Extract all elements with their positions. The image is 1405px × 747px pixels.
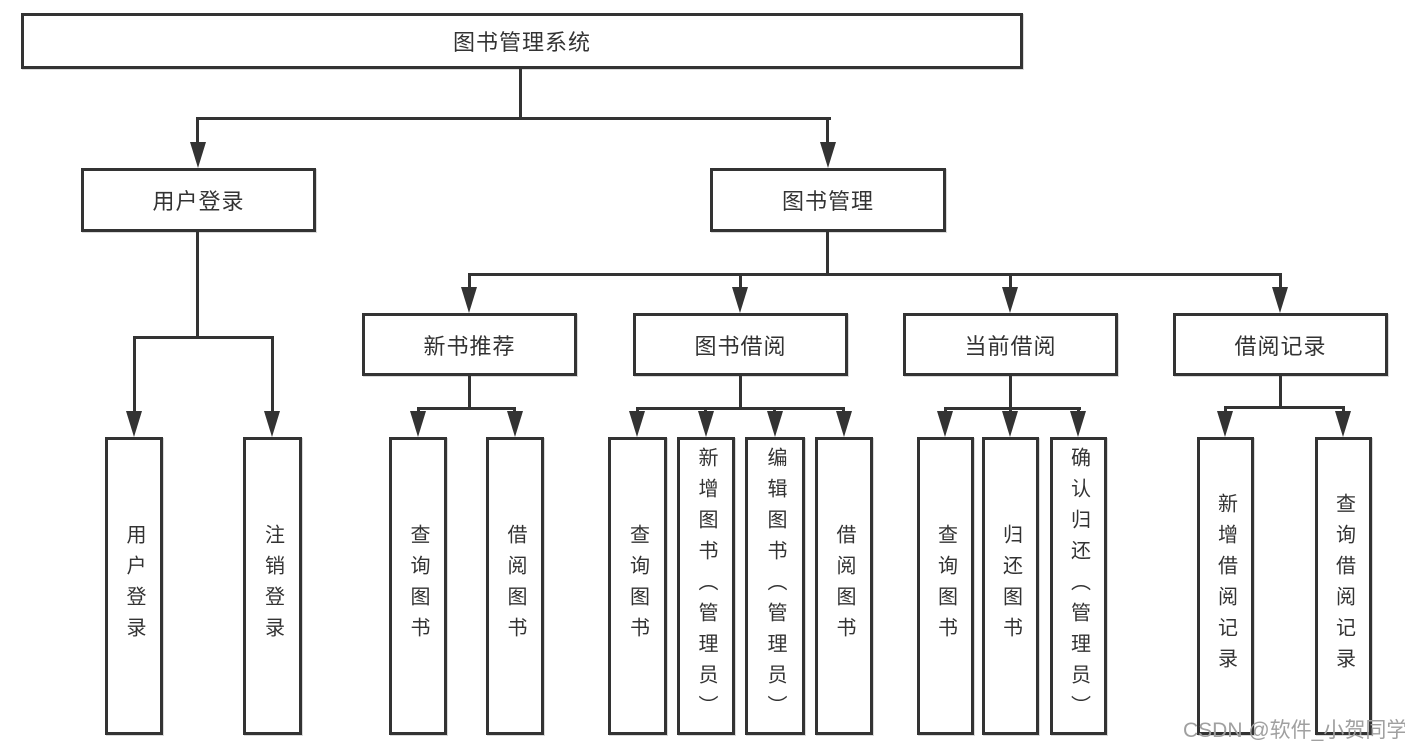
arrow-down-icon	[732, 287, 748, 313]
node-current-borrowing: 当前借阅	[903, 313, 1118, 376]
leaf-records-add-borrow-record: 新增借阅记录	[1197, 437, 1254, 735]
leaf-label: 用户登录	[123, 524, 145, 648]
arrow-down-icon	[767, 411, 783, 437]
leaf-records-query-borrow-record: 查询借阅记录	[1315, 437, 1372, 735]
leaf-label: 确认归还（管理员）	[1067, 446, 1090, 726]
node-user-login: 用户登录	[81, 168, 316, 232]
arrow-down-icon	[126, 411, 142, 437]
connector-line	[1279, 273, 1282, 290]
leaf-user-login: 用户登录	[105, 437, 163, 735]
node-library-management-system: 图书管理系统	[21, 13, 1023, 69]
arrow-down-icon	[1002, 411, 1018, 437]
connector-line	[468, 376, 471, 409]
connector-line	[1009, 273, 1012, 290]
leaf-recommend-query-books: 查询图书	[389, 437, 447, 735]
connector-line	[1224, 406, 1345, 409]
connector-line	[826, 117, 829, 145]
node-label: 借阅记录	[1234, 333, 1327, 359]
arrow-down-icon	[264, 411, 280, 437]
connector-line	[1342, 406, 1345, 415]
leaf-label: 注销登录	[261, 524, 284, 648]
node-label: 图书管理	[781, 189, 874, 214]
arrow-down-icon	[629, 411, 645, 437]
connector-line	[739, 376, 742, 409]
leaf-borrowing-edit-books-admin: 编辑图书（管理员）	[745, 437, 805, 735]
connector-line	[826, 232, 829, 275]
arrow-down-icon	[190, 142, 206, 168]
arrow-down-icon	[698, 411, 714, 437]
node-label: 图书借阅	[694, 333, 787, 359]
node-book-management: 图书管理	[710, 168, 946, 232]
arrow-down-icon	[410, 411, 426, 437]
arrow-down-icon	[461, 287, 477, 313]
connector-line	[133, 336, 274, 339]
node-label: 当前借阅	[964, 333, 1057, 359]
node-label: 新书推荐	[423, 333, 516, 359]
leaf-label: 借阅图书	[833, 524, 855, 648]
leaf-current-return-books: 归还图书	[982, 437, 1039, 735]
connector-line	[468, 273, 471, 290]
node-label: 用户登录	[152, 189, 245, 214]
connector-line	[739, 273, 742, 290]
leaf-current-query-books: 查询图书	[917, 437, 974, 735]
node-borrow-records: 借阅记录	[1173, 313, 1388, 376]
leaf-logout-login: 注销登录	[243, 437, 302, 735]
connector-line	[468, 273, 1282, 276]
node-label: 图书管理系统	[452, 30, 591, 55]
connector-line	[196, 232, 199, 338]
connector-line	[271, 336, 274, 414]
leaf-borrowing-borrow-books: 借阅图书	[815, 437, 873, 735]
node-book-borrowing: 图书借阅	[633, 313, 848, 376]
connector-line	[196, 117, 199, 145]
leaf-label: 编辑图书（管理员）	[764, 446, 786, 726]
arrow-down-icon	[1002, 287, 1018, 313]
leaf-label: 归还图书	[999, 524, 1022, 648]
arrow-down-icon	[1070, 411, 1086, 437]
arrow-down-icon	[820, 142, 836, 168]
leaf-label: 新增图书（管理员）	[695, 446, 717, 726]
connector-line	[1009, 376, 1012, 409]
leaf-recommend-borrow-books: 借阅图书	[486, 437, 544, 735]
connector-line	[944, 407, 1081, 410]
connector-line	[417, 407, 516, 410]
connector-line	[133, 336, 136, 414]
connector-line	[196, 117, 831, 120]
arrow-down-icon	[1272, 287, 1288, 313]
arrow-down-icon	[1217, 411, 1233, 437]
connector-line	[519, 69, 522, 120]
leaf-borrowing-query-books: 查询图书	[608, 437, 667, 735]
connector-line	[1224, 406, 1227, 415]
watermark: CSDN @软件_小贺同学	[1183, 719, 1405, 742]
arrow-down-icon	[937, 411, 953, 437]
arrow-down-icon	[507, 411, 523, 437]
leaf-current-confirm-return-admin: 确认归还（管理员）	[1050, 437, 1107, 735]
leaf-label: 查询图书	[407, 524, 429, 648]
leaf-label: 查询图书	[626, 524, 649, 648]
connector-line	[636, 407, 845, 410]
leaf-label: 新增借阅记录	[1214, 493, 1237, 679]
node-new-book-recommend: 新书推荐	[362, 313, 577, 376]
leaf-borrowing-add-books-admin: 新增图书（管理员）	[677, 437, 735, 735]
leaf-label: 借阅图书	[504, 524, 526, 648]
leaf-label: 查询图书	[934, 524, 957, 648]
leaf-label: 查询借阅记录	[1332, 493, 1355, 679]
arrow-down-icon	[836, 411, 852, 437]
arrow-down-icon	[1335, 411, 1351, 437]
connector-line	[1279, 376, 1282, 408]
